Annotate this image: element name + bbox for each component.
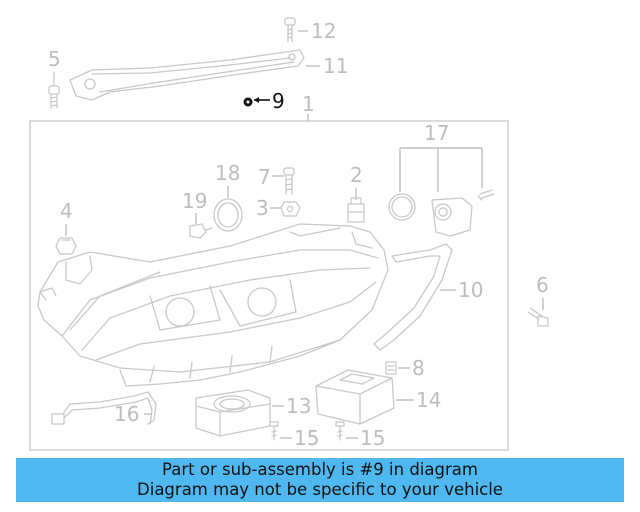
- callout-10: 10: [458, 278, 483, 302]
- headlamp-housing: [37, 223, 389, 387]
- bolt-5-part: [48, 71, 60, 109]
- screw-17-part: [477, 189, 495, 201]
- nut-3-part: [280, 201, 301, 217]
- bolt-6-part: [527, 307, 549, 327]
- callout-6: 6: [536, 273, 549, 297]
- assembly-1-frame: [29, 120, 509, 451]
- grommet-2-part: [347, 197, 365, 223]
- callout-1: 1: [302, 92, 315, 116]
- seal-strip-10-part: [373, 243, 453, 351]
- callout-15-right: 15: [360, 426, 385, 450]
- bulb-17-part: [431, 197, 473, 237]
- clip-8-part: [385, 361, 397, 375]
- seal-ring-17-part: [388, 193, 416, 221]
- callout-8: 8: [412, 356, 425, 380]
- banner-line-1: Part or sub-assembly is #9 in diagram: [162, 460, 478, 479]
- plug-4-part: [55, 237, 77, 255]
- info-banner: Part or sub-assembly is #9 in diagram Di…: [16, 458, 624, 502]
- callout-4: 4: [60, 199, 73, 223]
- callout-2: 2: [350, 163, 363, 187]
- screw-15-right-part: [335, 421, 345, 441]
- callout-15-left: 15: [294, 426, 319, 450]
- callout-7: 7: [258, 165, 271, 189]
- ballast-14-part: [315, 369, 395, 425]
- bolt-7-part: [283, 167, 295, 195]
- screw-15-left-part: [269, 421, 279, 441]
- callout-3: 3: [256, 196, 269, 220]
- callout-5: 5: [48, 47, 61, 71]
- callout-11: 11: [323, 54, 348, 78]
- callout-14: 14: [416, 388, 441, 412]
- callout-13: 13: [286, 394, 311, 418]
- callout-9: 9: [272, 89, 285, 113]
- banner-line-2: Diagram may not be specific to your vehi…: [137, 480, 503, 499]
- callout-18: 18: [215, 161, 240, 185]
- clip-9-part: [243, 97, 253, 107]
- callout-12: 12: [311, 19, 336, 43]
- seal-ring-18-part: [213, 198, 243, 232]
- control-module-13-part: [195, 389, 271, 437]
- callout-19: 19: [182, 189, 207, 213]
- bolt-12-part: [284, 17, 296, 43]
- callout-16: 16: [114, 402, 139, 426]
- bracket-11-part: [69, 49, 305, 101]
- harness-16-part: [51, 391, 157, 425]
- callout-17: 17: [424, 121, 449, 145]
- bulb-19-part: [189, 223, 213, 239]
